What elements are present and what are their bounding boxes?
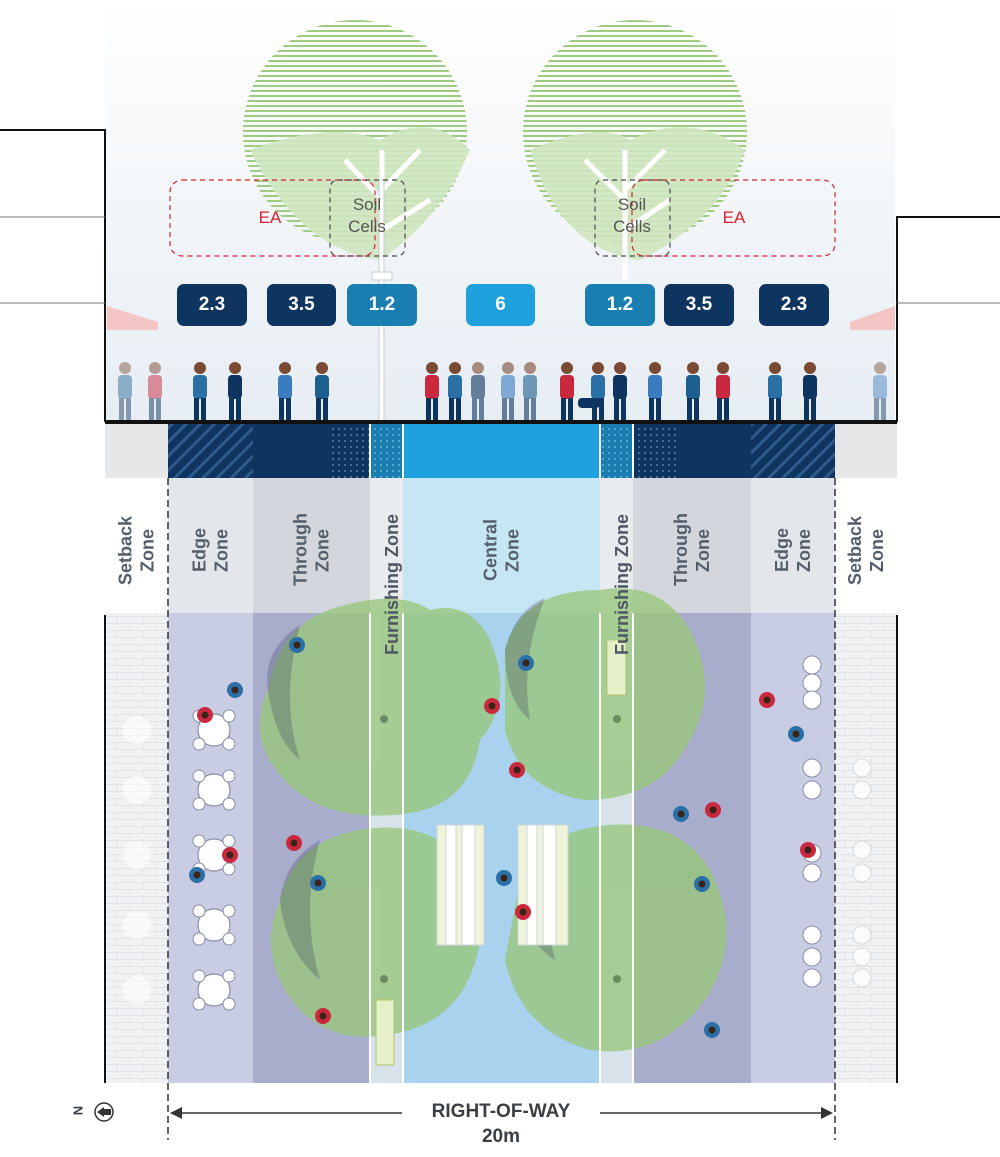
north-label: N — [70, 1105, 86, 1116]
cafe-chair — [192, 769, 206, 783]
person-silhouette — [278, 362, 292, 420]
cafe-table — [197, 973, 231, 1007]
zone-label-furnishing-right: Furnishing Zone — [612, 514, 632, 656]
cafe-chair — [222, 709, 236, 723]
person-silhouette — [803, 362, 817, 420]
width-badge-through-left: 3.5 — [267, 284, 336, 326]
cafe-chair — [222, 797, 236, 811]
person-silhouette — [471, 362, 485, 420]
cafe-chair — [192, 797, 206, 811]
zone-label-furnishing-left: Furnishing Zone — [382, 514, 402, 656]
person-silhouette — [448, 362, 462, 420]
person-silhouette — [523, 362, 537, 420]
cafe-chair — [192, 932, 206, 946]
ea-label-right: EA — [722, 208, 746, 227]
cafe-table — [802, 968, 822, 988]
person-silhouette — [686, 362, 700, 420]
width-badge-central: 6 — [466, 284, 535, 326]
cafe-table — [802, 780, 822, 800]
cafe-chair — [192, 737, 206, 751]
zone-label-through-right: Through Zone — [671, 513, 713, 587]
width-badge-furnishing-right: 1.2 — [585, 284, 655, 326]
cafe-table — [802, 863, 822, 883]
width-badge-edge-right: 2.3 — [759, 284, 829, 326]
person-silhouette — [648, 362, 662, 420]
person-silhouette — [193, 362, 207, 420]
cafe-chair — [222, 932, 236, 946]
cafe-chair — [222, 769, 236, 783]
soil-cells-label-left: Soil Cells — [348, 195, 386, 236]
cafe-chair — [192, 969, 206, 983]
soil-cells-label-right: Soil Cells — [613, 195, 651, 236]
person-silhouette — [613, 362, 627, 420]
right-tree-section — [523, 20, 747, 280]
person-silhouette — [560, 362, 574, 420]
zone-label-setback-right: Setback Zone — [845, 515, 887, 585]
cafe-chair — [192, 834, 206, 848]
person-silhouette — [873, 362, 887, 420]
cafe-table — [802, 673, 822, 693]
zone-label-setback-left: Setback Zone — [115, 515, 158, 585]
person-silhouette — [716, 362, 730, 420]
north-arrow-icon — [94, 1102, 114, 1122]
right-building-outline — [896, 216, 1000, 422]
cafe-chair — [222, 737, 236, 751]
people-silhouettes — [118, 362, 887, 420]
cafe-chair — [222, 904, 236, 918]
cafe-chair — [222, 862, 236, 876]
cafe-chair — [222, 834, 236, 848]
person-silhouette — [315, 362, 329, 420]
person-silhouette — [228, 362, 242, 420]
right-of-way-label: RIGHT-OF-WAY — [431, 1101, 571, 1122]
width-badge-edge-left: 2.3 — [177, 284, 247, 326]
cafe-table — [197, 908, 231, 942]
width-badge-through-right: 3.5 — [664, 284, 734, 326]
zone-label-edge-left: Edge Zone — [189, 528, 232, 573]
ground-line — [105, 420, 897, 424]
zone-label-through-left: Through Zone — [290, 513, 333, 587]
central-seating — [436, 824, 569, 946]
width-badge-furnishing-left: 1.2 — [347, 284, 417, 326]
cafe-table — [802, 925, 822, 945]
left-building-outline — [0, 129, 106, 422]
zone-label-central: Central Zone — [480, 519, 523, 582]
person-silhouette — [768, 362, 782, 420]
cafe-table — [197, 773, 231, 807]
cafe-table — [802, 655, 822, 675]
cafe-chair — [192, 997, 206, 1011]
ea-label-left: EA — [258, 208, 282, 227]
cafe-chair — [222, 969, 236, 983]
person-silhouette — [501, 362, 515, 420]
cafe-chair — [222, 997, 236, 1011]
person-silhouette — [148, 362, 162, 420]
cafe-table — [802, 758, 822, 778]
cafe-chair — [192, 904, 206, 918]
person-silhouette — [118, 362, 132, 420]
cafe-table — [802, 690, 822, 710]
person-silhouette — [591, 362, 605, 420]
cafe-table — [802, 947, 822, 967]
dog-silhouette — [578, 398, 600, 408]
zone-label-edge-right: Edge Zone — [772, 528, 814, 573]
person-silhouette — [425, 362, 439, 420]
section-sky — [105, 0, 895, 422]
right-of-way-width: 20m — [481, 1126, 521, 1147]
